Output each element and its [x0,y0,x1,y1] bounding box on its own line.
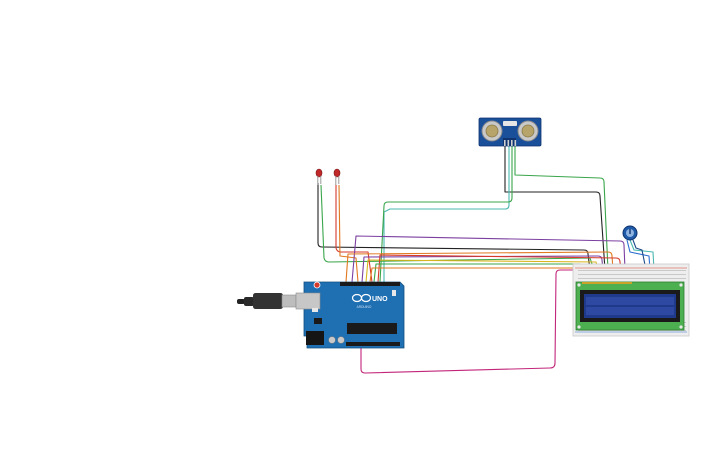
wire-red-1[interactable] [377,254,622,283]
usb-cable[interactable] [237,293,297,309]
wire-sensor-vcc[interactable] [514,146,609,271]
wire-orange-1[interactable] [345,251,614,283]
wire-orange-2[interactable] [369,267,589,283]
wire-green-2[interactable] [373,263,585,283]
lcd-pin-header [582,282,632,284]
usb-port [295,292,321,310]
wire-pot-dark[interactable] [632,239,647,271]
ultrasonic-sensor[interactable] [478,117,542,147]
arduino-uno-board[interactable]: UNO ARDUINO [295,281,405,349]
wire-sensor-trig[interactable] [383,146,510,282]
led-red-1[interactable] [315,168,323,185]
arduino-logo: UNO ARDUINO [351,293,388,309]
wire-pot-blue[interactable] [626,239,651,271]
led-red-2[interactable] [333,168,341,185]
digital-header [340,282,400,286]
wire-pot-teal[interactable] [629,239,655,271]
lcd-mount-holes [577,283,683,329]
wire-magenta[interactable] [360,269,586,374]
atmega-chip [347,323,397,334]
sensor-pins [504,140,517,146]
potentiometer[interactable] [622,225,638,241]
board-maker-text: ARDUINO [357,305,372,309]
wire-led2-b[interactable] [338,184,359,283]
board-logo-text: UNO [372,296,388,303]
wire-sensor-echo[interactable] [379,146,513,283]
wire-yellow-1[interactable] [365,259,599,283]
power-jack [306,331,324,345]
wire-led1-anode[interactable] [320,184,595,271]
wire-led2[interactable] [335,185,373,283]
wire-purple-2[interactable] [361,255,604,283]
reset-button[interactable] [313,281,321,289]
wire-sensor-gnd[interactable] [504,146,606,271]
wire-purple-top[interactable] [351,235,626,283]
power-header [346,342,400,346]
lcd-display[interactable] [575,281,685,331]
